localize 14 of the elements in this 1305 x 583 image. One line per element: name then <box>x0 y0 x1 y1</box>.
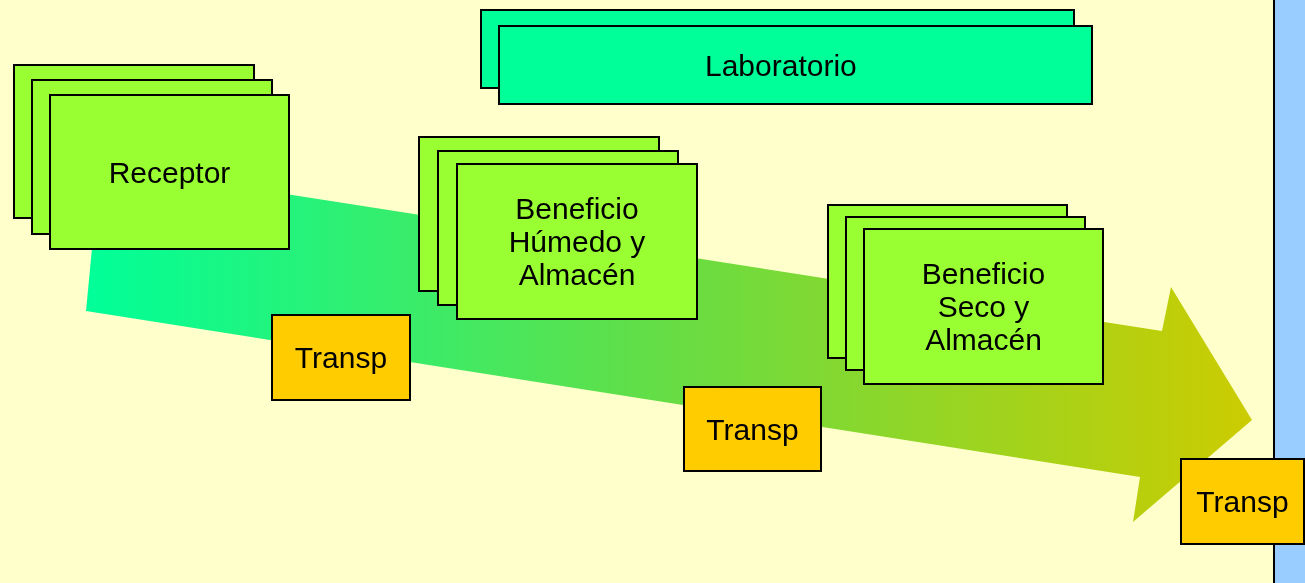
box-label: Beneficio Húmedo y Almacén <box>507 192 647 291</box>
box-label: Transp <box>294 341 388 374</box>
process-box <box>456 163 698 320</box>
transport-box <box>271 314 411 401</box>
lab-box <box>498 25 1093 105</box>
transport-box <box>683 386 822 472</box>
box-label: Receptor <box>108 155 231 189</box>
process-box <box>863 228 1104 385</box>
box-label: Transp <box>706 412 799 446</box>
process-box <box>49 94 290 250</box>
transport-box <box>1180 458 1305 545</box>
box-label: Beneficio Seco y Almacén <box>920 257 1047 356</box>
box-label: Transp <box>1196 485 1289 518</box>
box-label: Laboratorio <box>705 48 857 82</box>
